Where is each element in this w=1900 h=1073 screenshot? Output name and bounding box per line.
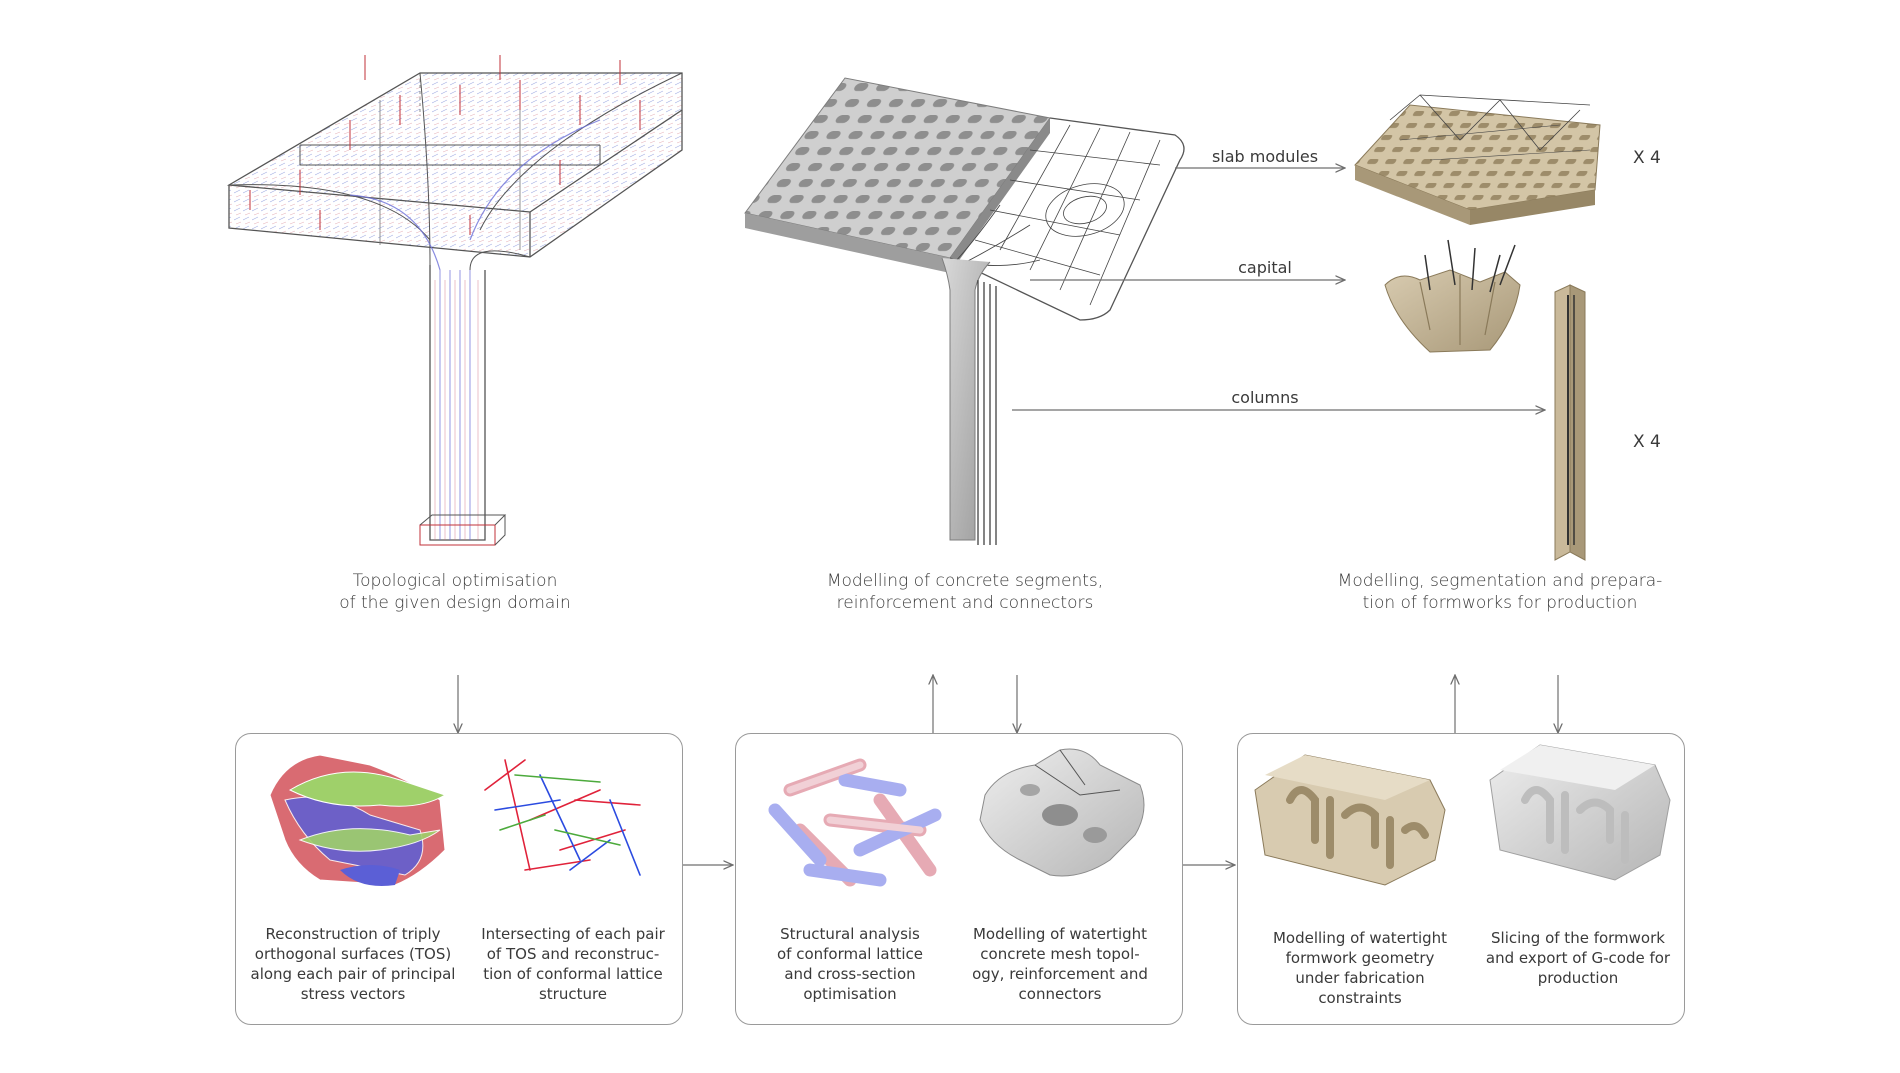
tos-illustration: [269, 754, 447, 886]
text-tos-reconstruction: Reconstruction of triply orthogonal surf…: [248, 924, 458, 1004]
text-line: production: [1537, 969, 1619, 987]
caption-line: Modelling of concrete segments,: [826, 571, 1104, 591]
multiplier-columns: X 4: [1633, 432, 1661, 452]
text-line: under fabrication: [1295, 969, 1425, 987]
text-line: Reconstruction of triply: [265, 925, 441, 943]
caption-line: Topological optimisation: [352, 571, 558, 591]
text-line: ogy, reinforcement and: [972, 965, 1148, 983]
text-line: Modelling of watertight: [1272, 929, 1448, 947]
text-line: orthogonal surfaces (TOS): [254, 945, 452, 963]
panel-analysis: [735, 733, 1183, 1025]
text-tos-intersecting: Intersecting of each pair of TOS and rec…: [468, 924, 678, 1004]
label-capital: capital: [1238, 258, 1292, 277]
text-line: concrete mesh topol-: [980, 945, 1140, 963]
panel-formwork: [1237, 733, 1685, 1025]
slab-mesh: [974, 124, 1161, 306]
load-arrows: [249, 55, 641, 235]
text-line: Slicing of the formwork: [1491, 929, 1665, 947]
topology-illustration: [226, 55, 683, 546]
caption-topology: Topological optimisation of the given de…: [300, 570, 610, 614]
text-line: Modelling of watertight: [972, 925, 1148, 943]
text-line: and export of G-code for: [1485, 949, 1671, 967]
caption-line: of the given design domain: [339, 593, 571, 613]
text-line: optimisation: [803, 985, 897, 1003]
text-structural-analysis: Structural analysis of conformal lattice…: [750, 924, 950, 1004]
label-slab-modules: slab modules: [1211, 147, 1319, 166]
text-line: of TOS and reconstruc-: [486, 945, 660, 963]
concrete-illustration: [744, 77, 1185, 545]
text-line: constraints: [1318, 989, 1402, 1007]
concrete-mesh-illustration: [979, 748, 1145, 877]
caption-line: Modelling, segmentation and prepara-: [1337, 571, 1663, 591]
text-line: structure: [538, 985, 608, 1003]
text-line: formwork geometry: [1285, 949, 1435, 967]
lattice-lines-illustration: [484, 759, 641, 876]
formwork-illustration: [1354, 94, 1601, 561]
conformal-lattice-illustration: [768, 758, 942, 887]
text-formwork-geometry: Modelling of watertight formwork geometr…: [1255, 928, 1465, 1008]
text-line: Structural analysis: [780, 925, 920, 943]
formwork-geometry-illustration: [1254, 754, 1446, 886]
sliced-formwork-illustration: [1489, 744, 1671, 881]
caption-line: reinforcement and connectors: [836, 593, 1094, 613]
text-line: Intersecting of each pair: [481, 925, 665, 943]
panel-tos: [235, 733, 683, 1025]
text-line: of conformal lattice: [776, 945, 924, 963]
caption-line: tion of formworks for production: [1362, 593, 1638, 613]
text-slicing: Slicing of the formwork and export of G-…: [1473, 928, 1683, 988]
reinforcement-bars: [977, 280, 997, 545]
text-line: and cross-section: [784, 965, 916, 983]
text-concrete-mesh: Modelling of watertight concrete mesh to…: [955, 924, 1165, 1004]
multiplier-slab: X 4: [1633, 148, 1661, 168]
caption-modelling: Modelling of concrete segments, reinforc…: [815, 570, 1115, 614]
text-line: along each pair of principal: [250, 965, 456, 983]
text-line: connectors: [1018, 985, 1102, 1003]
segment-arrows: [1012, 168, 1545, 410]
vertical-arrows: [458, 675, 1558, 733]
text-line: stress vectors: [300, 985, 406, 1003]
text-line: tion of conformal lattice: [483, 965, 663, 983]
label-columns: columns: [1231, 388, 1299, 407]
caption-formworks: Modelling, segmentation and prepara- tio…: [1330, 570, 1670, 614]
